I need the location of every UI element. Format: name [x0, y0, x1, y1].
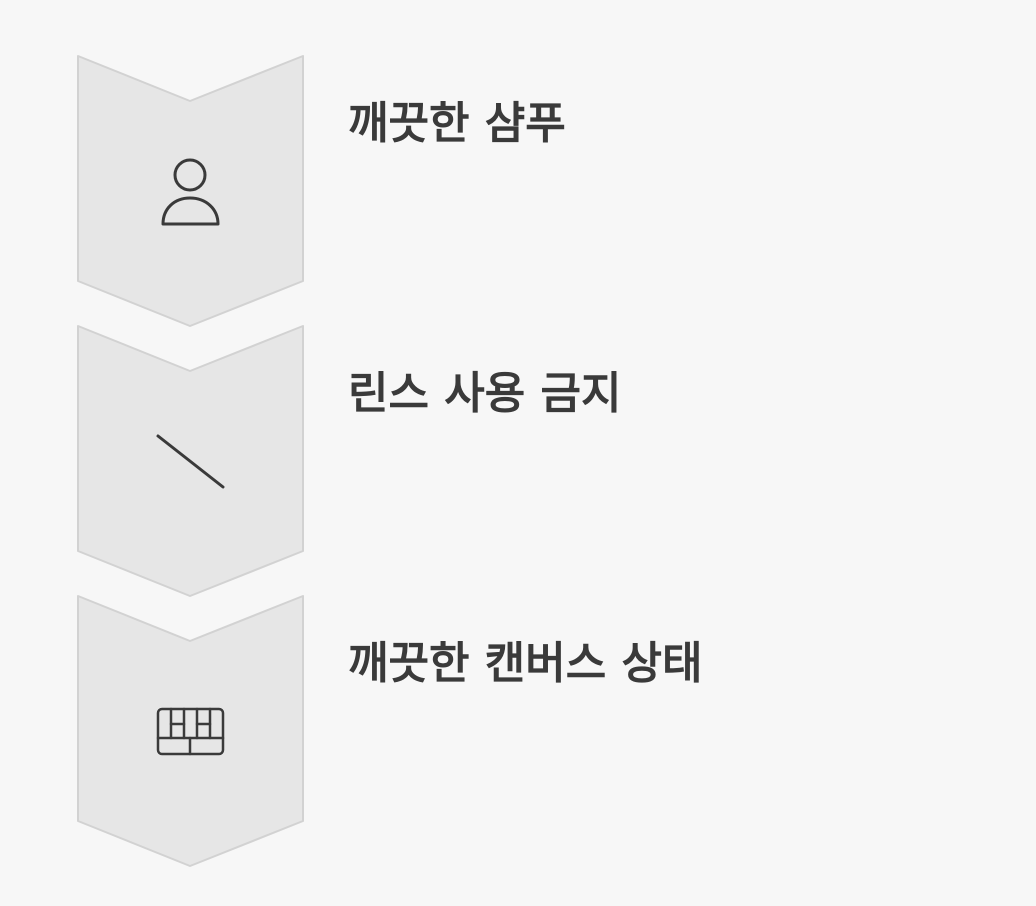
chevron-shape — [77, 595, 304, 867]
person-icon — [161, 158, 220, 226]
step-2-label: 린스 사용 금지 — [348, 368, 622, 419]
step-1-label: 깨끗한 샴푸 — [348, 98, 566, 149]
step-2-chevron — [77, 325, 304, 597]
step-3-chevron — [77, 595, 304, 867]
step-3-label: 깨끗한 캔버스 상태 — [348, 638, 703, 689]
grid-icon — [156, 707, 225, 756]
slash-icon — [156, 434, 225, 489]
step-1-chevron — [77, 55, 304, 327]
